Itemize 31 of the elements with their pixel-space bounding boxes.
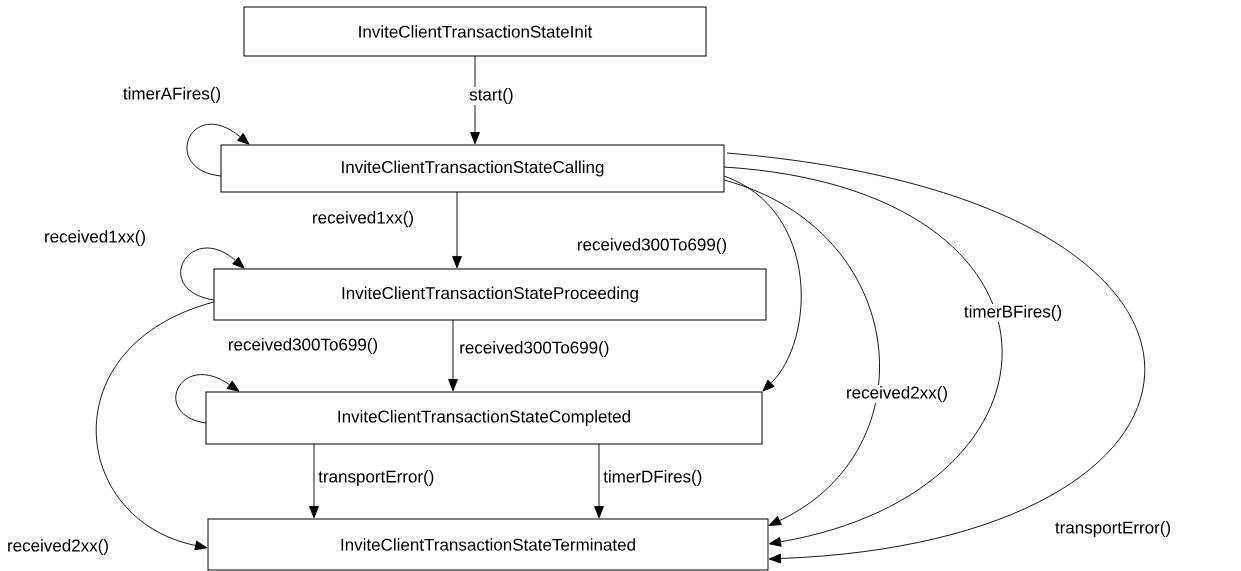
state-box: InviteClientTransactionStateInit [243,6,707,57]
edge-label: received2xx() [845,385,950,403]
edge-label: transportError() [1053,520,1173,538]
arrow [470,55,480,145]
edge-label: received300To699() [575,237,729,255]
arrow [723,166,1003,547]
arrow [594,443,604,519]
edge-label: timerDFires() [602,469,704,487]
edge-label: received2xx() [6,538,110,556]
edge-label: received1xx() [311,210,416,228]
edge-label: received300To699() [458,340,611,358]
edge-label: timerBFires() [962,304,1064,322]
arrow [452,191,462,269]
self-loop-arrow [180,247,245,301]
edge-label: received300To699() [226,337,380,355]
edge-label: start() [468,87,515,105]
arrow [95,301,215,551]
arrow [448,319,458,392]
edge-label: transportError() [317,469,436,487]
state-box: InviteClientTransactionStateTerminated [207,518,769,571]
edge-label: timerAFires() [121,86,223,104]
self-loop-arrow [186,124,250,177]
state-box: InviteClientTransactionStateCalling [220,144,725,193]
arrow [726,152,1146,564]
self-loop-arrow [175,374,240,424]
arrow [723,179,880,526]
edge-label: received1xx() [43,229,147,247]
state-box: InviteClientTransactionStateProceeding [213,268,767,321]
state-box: InviteClientTransactionStateCompleted [205,391,763,445]
arrow [309,443,319,519]
arrow [723,175,802,392]
